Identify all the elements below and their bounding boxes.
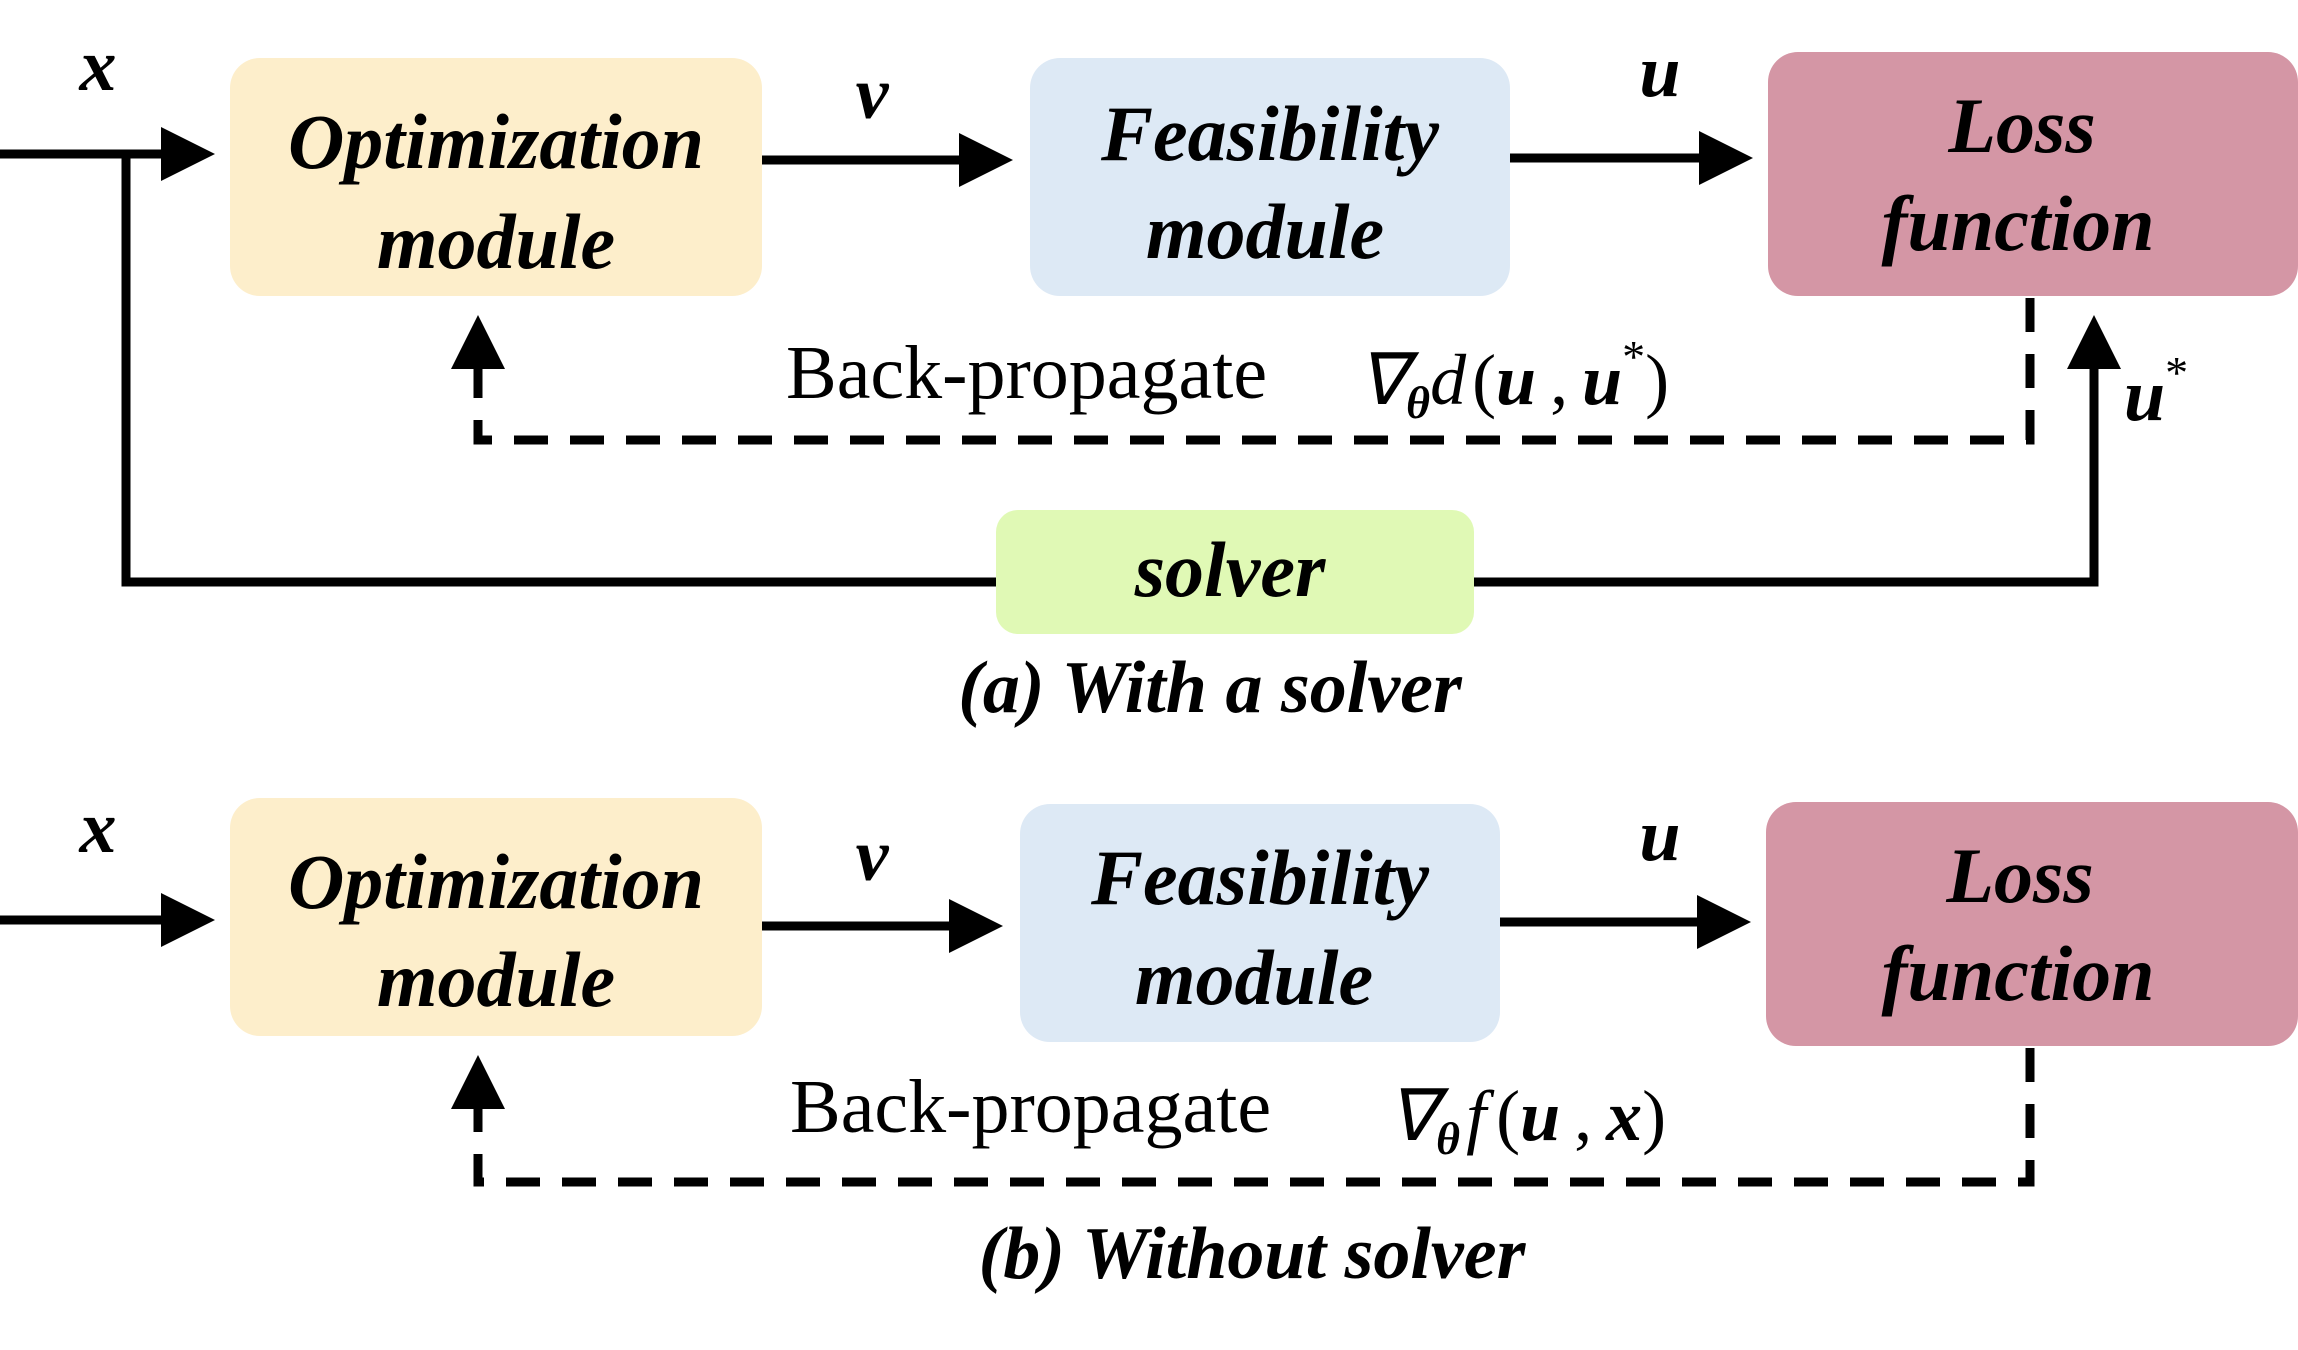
- backprop-label-a: Back-propagate: [786, 331, 1267, 415]
- optimization-module-label-line1-a: Optimization: [288, 98, 704, 185]
- gradient-expression-b: ∇θf(u,x): [1388, 1076, 1666, 1164]
- loss-function-box-b: [1766, 802, 2298, 1046]
- v-label-b: v: [856, 815, 890, 897]
- x-input-label-b: x: [79, 787, 117, 869]
- feasibility-module-label-line1-b: Feasibility: [1090, 834, 1429, 921]
- loss-function-label-line2-b: function: [1881, 930, 2154, 1017]
- optimization-module-box-b: [230, 798, 762, 1036]
- feasibility-module-label-line2-b: module: [1135, 934, 1373, 1021]
- u-label-b: u: [1639, 795, 1680, 877]
- input-to-solver-line: [121, 154, 996, 587]
- backprop-label-b: Back-propagate: [790, 1065, 1271, 1149]
- caption-b: (b) Without solver: [979, 1213, 1527, 1295]
- feasibility-module-label-line2-a: module: [1146, 188, 1384, 275]
- panel-a: Optimization module Feasibility module L…: [0, 25, 2298, 729]
- feasibility-module-box-a: [1030, 58, 1510, 296]
- backprop-dashed-arrow-a: [451, 298, 2035, 445]
- loss-function-label-line2-a: function: [1881, 180, 2154, 267]
- loss-function-box-a: [1768, 52, 2298, 296]
- feasibility-module-box-b: [1020, 804, 1500, 1042]
- optimization-module-label-line2-b: module: [377, 936, 615, 1023]
- loss-function-label-line1-b: Loss: [1945, 832, 2093, 919]
- solver-box: [996, 510, 1474, 634]
- backprop-dashed-arrow-b: [451, 1048, 2035, 1187]
- feasibility-module-label-line1-a: Feasibility: [1100, 90, 1439, 177]
- optimization-module-box-a: [230, 58, 762, 296]
- solver-label: solver: [1134, 526, 1326, 613]
- x-input-label-a: x: [79, 25, 117, 107]
- optimization-module-label-line1-b: Optimization: [288, 838, 704, 925]
- panel-b: Optimization module Feasibility module L…: [0, 787, 2298, 1295]
- solver-to-loss-arrow: [1474, 315, 2121, 587]
- gradient-expression-a: ∇θd(u,u*): [1358, 331, 1669, 428]
- v-label-a: v: [856, 53, 890, 135]
- u-label-a: u: [1639, 31, 1680, 113]
- loss-function-label-line1-a: Loss: [1947, 82, 2095, 169]
- u-star-label: u*: [2124, 347, 2188, 437]
- optimization-module-label-line2-a: module: [377, 198, 615, 285]
- caption-a: (a) With a solver: [958, 647, 1463, 729]
